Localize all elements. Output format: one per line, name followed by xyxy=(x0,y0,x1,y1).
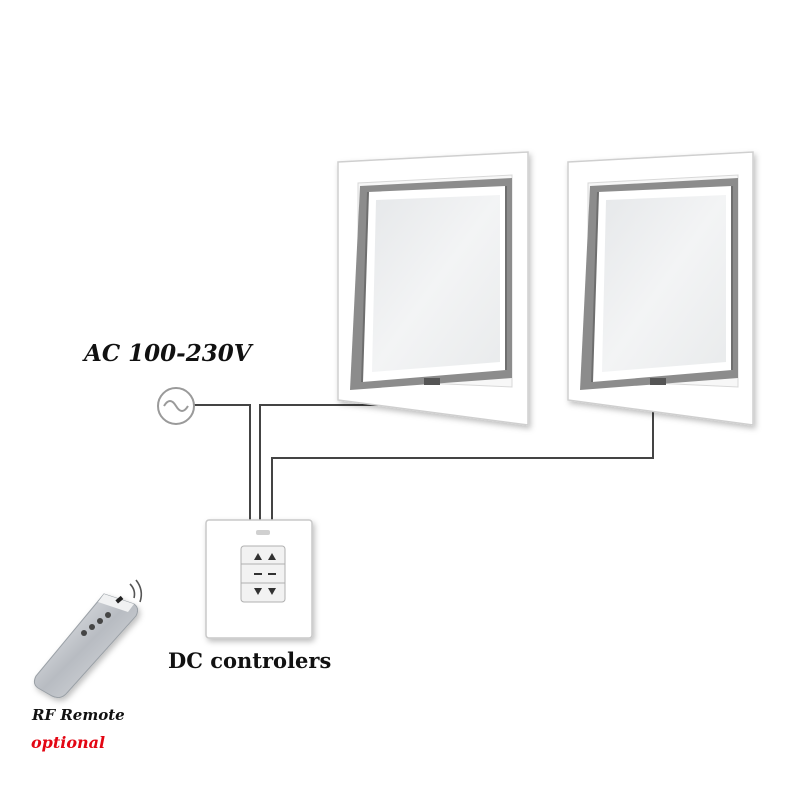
remote-buttons xyxy=(81,612,111,636)
window-handle-icon xyxy=(650,378,666,385)
up-arrow-icon xyxy=(254,553,262,560)
wire-controller-to-window-2 xyxy=(271,400,654,520)
optional-label: optional xyxy=(31,733,106,752)
down-arrow-icon xyxy=(254,588,262,595)
stop-icon xyxy=(254,573,262,575)
wire-controller-to-window-1 xyxy=(259,404,380,520)
window-handle-icon xyxy=(424,378,440,385)
wireless-signal-icon xyxy=(129,579,143,603)
down-arrow-icon xyxy=(268,588,276,595)
window-1 xyxy=(337,151,529,426)
rf-remote xyxy=(33,593,139,699)
controller-label: DC controlers xyxy=(168,648,332,673)
wire-ac-to-controller xyxy=(194,404,251,520)
indicator-led xyxy=(256,530,270,535)
power-supply-label: AC 100-230V xyxy=(84,340,252,367)
down-buttons xyxy=(254,588,276,595)
remote-label: RF Remote xyxy=(32,706,125,724)
dc-controller-panel xyxy=(205,519,313,639)
stop-buttons xyxy=(254,573,276,575)
up-buttons xyxy=(254,553,276,560)
window-2 xyxy=(567,151,754,426)
ac-sine-source-icon xyxy=(157,387,195,425)
wiring xyxy=(194,400,654,520)
stop-icon xyxy=(268,573,276,575)
up-arrow-icon xyxy=(268,553,276,560)
